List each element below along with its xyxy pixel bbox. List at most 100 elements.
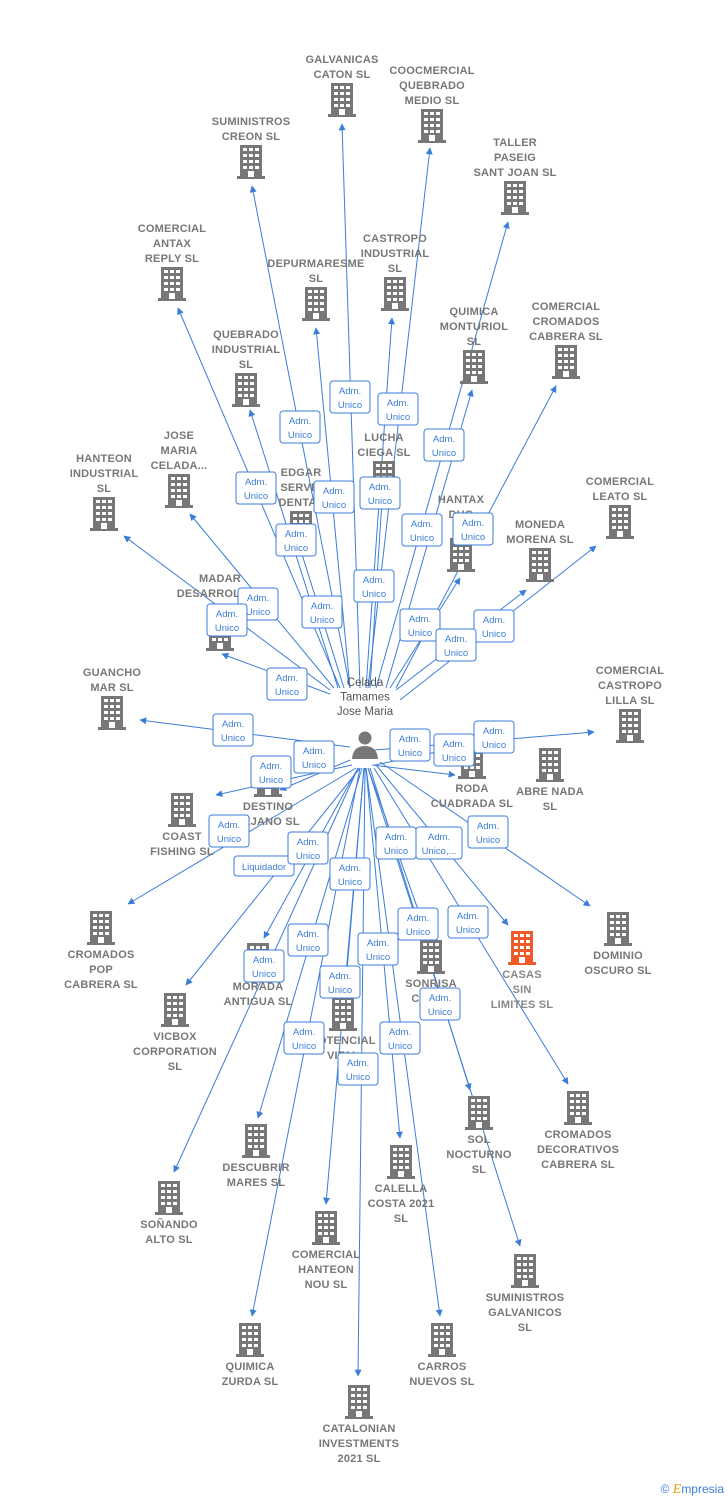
relation-label[interactable]: Adm.Unico [283,1021,325,1055]
relation-label[interactable]: Adm.Unico [287,831,329,865]
relation-label[interactable]: Adm.Unico [206,603,248,637]
company-label-line: CORPORATION [133,1046,217,1058]
company-node-jose-maria-celada[interactable]: JOSEMARIACELADA... [151,430,208,508]
company-label-line: REPLY SL [145,253,199,265]
company-label-line: LIMITES SL [491,999,554,1011]
relation-label[interactable]: Adm.Unico [329,380,371,414]
relation-label[interactable]: Adm.Unico [473,609,515,643]
company-label-line: CARROS [418,1361,467,1373]
relation-label[interactable]: Adm.Unico [452,512,494,546]
relation-text: Adm. [323,486,345,497]
relation-label[interactable]: Adm.Unico [359,476,401,510]
company-label-line: QUEBRADO [213,329,279,341]
relation-label[interactable]: Adm.Unico,... [415,826,463,860]
relation-box [329,380,371,414]
relation-label[interactable]: Adm.Unico [250,755,292,789]
relation-label[interactable]: Adm.Unico [353,569,395,603]
relation-label[interactable]: Adm.Unico [266,667,308,701]
relation-label[interactable]: Adm. Unico [329,857,371,891]
relation-label[interactable]: Adm.Unico [377,392,419,426]
relation-text: Unico [476,835,500,846]
relation-label[interactable]: Adm.Unico [275,523,317,557]
relation-label[interactable]: Adm.Unico [293,740,335,774]
relation-label[interactable]: Adm.Unico [379,1021,421,1055]
relation-text: Adm. [339,863,361,874]
relation-label[interactable]: Adm.Unico [208,814,250,848]
relation-text: Unico [408,628,432,639]
relation-label[interactable]: Adm.Unico [301,595,343,629]
relation-text: Unico [338,877,362,888]
relation-label[interactable]: Adm.Unico [433,733,475,767]
company-label-line: VICBOX [153,1031,197,1043]
relation-label[interactable]: Adm.Unico [447,905,489,939]
relation-label[interactable]: Adm.Unico [401,513,443,547]
relation-label[interactable]: Adm.Unico [399,608,441,642]
relation-label[interactable]: Adm.Unico [357,932,399,966]
relation-label[interactable]: Adm.Unico [212,713,254,747]
empresia-credit[interactable]: © Empresia [661,1482,724,1498]
relation-label[interactable]: Adm.Unico [473,720,515,754]
relation-label[interactable]: Adm.Unico [375,826,417,860]
relation-text: Unico [384,846,408,857]
relation-text: Adm. [218,820,240,831]
relation-label[interactable]: Adm.Unico [435,628,477,662]
relation-label[interactable]: Adm.Unico [235,471,277,505]
company-label-line: SERVEI [280,482,321,494]
company-label-line: HANTEON [298,1264,354,1276]
relation-label[interactable]: Adm.Unico [237,587,279,621]
relation-label[interactable]: Adm.Unico [243,949,285,983]
relation-label[interactable]: Liquidador [233,855,295,877]
relation-label[interactable]: Adm.Unico [287,923,329,957]
relation-label[interactable]: Adm.Unico [389,728,431,762]
relation-label[interactable]: Adm.Unico [423,428,465,462]
relation-label[interactable]: Adm.Unico [467,815,509,849]
building-icon [236,1323,264,1357]
company-label-line: SL [168,1061,183,1073]
company-node-vicbox[interactable]: VICBOX CORPORATION SL [133,993,217,1073]
relation-label[interactable]: Adm.Unico [419,987,461,1021]
relation-label[interactable]: Adm.Unico [337,1052,379,1086]
relation-box [473,609,515,643]
relation-label[interactable]: Adm.Unico [319,965,361,999]
relation-label[interactable]: Adm.Unico [313,480,355,514]
relation-label[interactable]: Adm.Unico [279,410,321,444]
relation-label[interactable]: Adm.Unico [397,907,439,941]
